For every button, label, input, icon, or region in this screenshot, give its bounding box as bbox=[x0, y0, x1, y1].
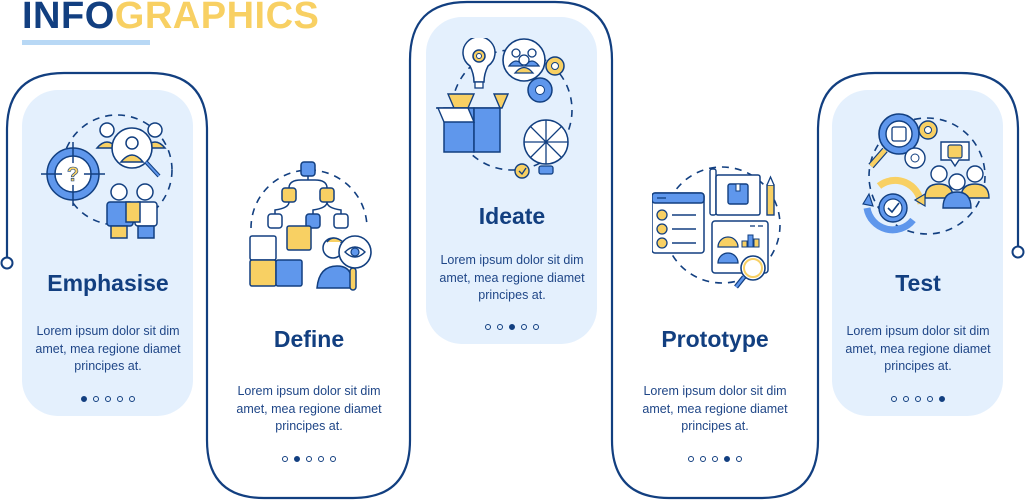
pagination-dots-emphasise bbox=[22, 396, 194, 402]
dot bbox=[294, 456, 300, 462]
dot bbox=[93, 396, 99, 402]
dot bbox=[927, 396, 933, 402]
dot bbox=[903, 396, 909, 402]
dot bbox=[318, 456, 324, 462]
dot bbox=[306, 456, 312, 462]
dot bbox=[129, 396, 135, 402]
step-title-test: Test bbox=[895, 270, 941, 296]
dot bbox=[521, 324, 527, 330]
step-desc-ideate: Lorem ipsum dolor sit dim amet, mea regi… bbox=[439, 253, 585, 302]
magnifier-gear-users-icon bbox=[862, 113, 990, 235]
step-desc-emphasise: Lorem ipsum dolor sit dim amet, mea regi… bbox=[35, 324, 181, 373]
dot bbox=[688, 456, 694, 462]
dot bbox=[724, 456, 730, 462]
empathy-people-search-icon: ? bbox=[41, 114, 173, 239]
dot bbox=[712, 456, 718, 462]
card-bg-test bbox=[832, 90, 1003, 416]
infographics-logo: INFOGRAPHICS bbox=[22, 0, 319, 38]
step-title-define: Define bbox=[273, 326, 345, 352]
svg-text:?: ? bbox=[67, 164, 79, 186]
step-title-emphasise: Emphasise bbox=[47, 270, 169, 296]
ideas-box-brain-icon bbox=[436, 38, 573, 179]
pagination-dots-prototype bbox=[629, 456, 801, 462]
blueprint-dashboard-icon bbox=[652, 166, 781, 289]
puzzle-hierarchy-eye-icon bbox=[249, 161, 372, 291]
dot bbox=[891, 396, 897, 402]
pagination-dots-define bbox=[223, 456, 395, 462]
dot bbox=[117, 396, 123, 402]
pagination-dots-ideate bbox=[426, 324, 598, 330]
dot bbox=[497, 324, 503, 330]
logo-underline bbox=[22, 40, 150, 45]
pagination-dots-test bbox=[832, 396, 1004, 402]
step-title-ideate: Ideate bbox=[478, 203, 546, 229]
dot bbox=[939, 396, 945, 402]
step-title-prototype: Prototype bbox=[661, 326, 769, 352]
dot bbox=[485, 324, 491, 330]
step-desc-prototype: Lorem ipsum dolor sit dim amet, mea regi… bbox=[642, 384, 788, 433]
dot bbox=[105, 396, 111, 402]
dot bbox=[330, 456, 336, 462]
dot bbox=[533, 324, 539, 330]
dot bbox=[509, 324, 515, 330]
dot bbox=[700, 456, 706, 462]
step-desc-test: Lorem ipsum dolor sit dim amet, mea regi… bbox=[845, 324, 991, 373]
logo-part-info: INFO bbox=[22, 0, 115, 37]
dot bbox=[81, 396, 87, 402]
dot bbox=[915, 396, 921, 402]
step-desc-define: Lorem ipsum dolor sit dim amet, mea regi… bbox=[236, 384, 382, 433]
dot bbox=[736, 456, 742, 462]
dot bbox=[282, 456, 288, 462]
logo-part-graphics: GRAPHICS bbox=[114, 0, 320, 37]
